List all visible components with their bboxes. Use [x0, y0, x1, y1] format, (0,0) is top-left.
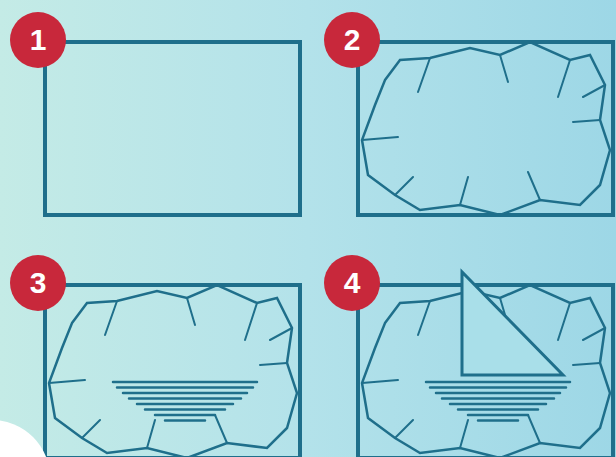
step-number: 3	[30, 268, 47, 298]
frame	[45, 285, 300, 457]
frame	[45, 42, 300, 215]
panel-two	[358, 42, 613, 215]
step-badge: 4	[324, 255, 380, 311]
water-lines	[113, 382, 257, 421]
water-lines	[426, 382, 570, 421]
step-badge: 3	[10, 255, 66, 311]
panel-four	[358, 272, 613, 457]
step-badge: 2	[324, 12, 380, 68]
badge-circle	[324, 12, 380, 68]
step-number: 4	[344, 268, 361, 298]
panel-three	[45, 285, 300, 457]
rock-outline	[362, 42, 610, 215]
panel-one	[45, 42, 300, 215]
badge-circle	[324, 255, 380, 311]
badge-circle	[10, 255, 66, 311]
corner-blob	[0, 420, 50, 457]
rock-outline	[49, 285, 297, 457]
step-number: 2	[344, 25, 361, 55]
step-number: 1	[30, 25, 47, 55]
frame	[358, 42, 613, 215]
step-badge: 1	[10, 12, 66, 68]
sail	[462, 272, 563, 375]
badge-circle	[10, 12, 66, 68]
